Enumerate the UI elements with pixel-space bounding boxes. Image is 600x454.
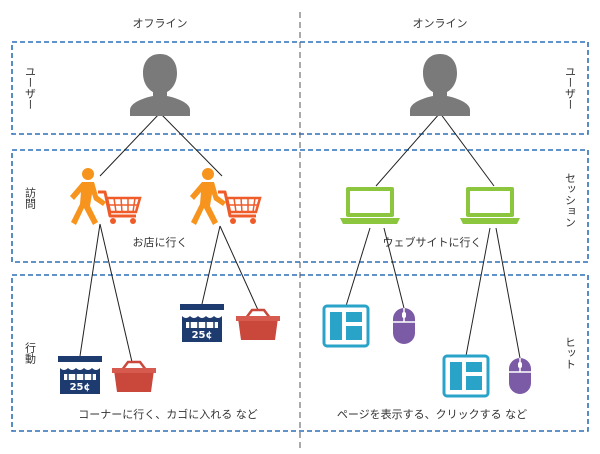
label-user-right: ユーザー xyxy=(564,66,577,110)
basket-icon-2 xyxy=(110,360,158,394)
connector-user-to-session-2 xyxy=(439,112,495,187)
caption-online-actions: ページを表示する、クリックする など xyxy=(337,407,527,421)
connector-user-to-visit-1 xyxy=(99,112,161,177)
caption-offline-actions: コーナーに行く、カゴに入れる など xyxy=(78,407,258,421)
laptop-icon-1 xyxy=(340,187,400,224)
connector-visit1-to-basket xyxy=(99,223,133,363)
connector-user-to-visit-2 xyxy=(159,112,223,177)
connector-session1-to-page xyxy=(345,227,371,307)
basket-icon-1 xyxy=(234,308,282,342)
page-layout-icon-2 xyxy=(442,354,490,398)
mouse-icon-2 xyxy=(508,357,532,395)
label-hit: ヒット xyxy=(564,336,577,369)
column-title-online: オンライン xyxy=(413,17,468,30)
user-icon-offline xyxy=(130,54,190,116)
stall-price-label-1: 25¢ xyxy=(192,330,213,341)
page-layout-icon-1 xyxy=(322,304,370,348)
label-action: 行動 xyxy=(24,342,37,365)
connector-session1-to-mouse xyxy=(383,227,405,309)
connector-session2-to-mouse xyxy=(495,227,521,359)
stall-price-label-2: 25¢ xyxy=(70,382,91,393)
label-visit: 訪問 xyxy=(24,186,37,210)
label-session: セッション xyxy=(564,172,577,227)
column-title-offline: オフライン xyxy=(133,17,188,30)
connector-user-to-session-1 xyxy=(375,112,441,187)
user-icon-online xyxy=(410,54,470,116)
store-stall-icon-2: 25¢ xyxy=(57,355,103,395)
connector-visit2-to-basket xyxy=(219,225,259,311)
walker-icon-2 xyxy=(190,168,226,225)
laptop-icon-2 xyxy=(460,187,520,224)
caption-go-to-website: ウェブサイトに行く xyxy=(383,235,482,249)
connector-visit1-to-stall xyxy=(79,223,101,357)
caption-go-to-store: お店に行く xyxy=(133,235,188,249)
connector-session2-to-page xyxy=(465,227,491,357)
walker-icon-1 xyxy=(70,168,106,225)
connector-lines xyxy=(79,112,521,363)
connector-visit2-to-stall xyxy=(201,225,221,305)
mouse-icon-1 xyxy=(392,307,416,345)
cart-icon-1 xyxy=(96,190,142,226)
label-user-left: ユーザー xyxy=(24,66,37,110)
cart-icon-2 xyxy=(216,190,262,226)
store-stall-icon-1: 25¢ xyxy=(179,303,225,343)
